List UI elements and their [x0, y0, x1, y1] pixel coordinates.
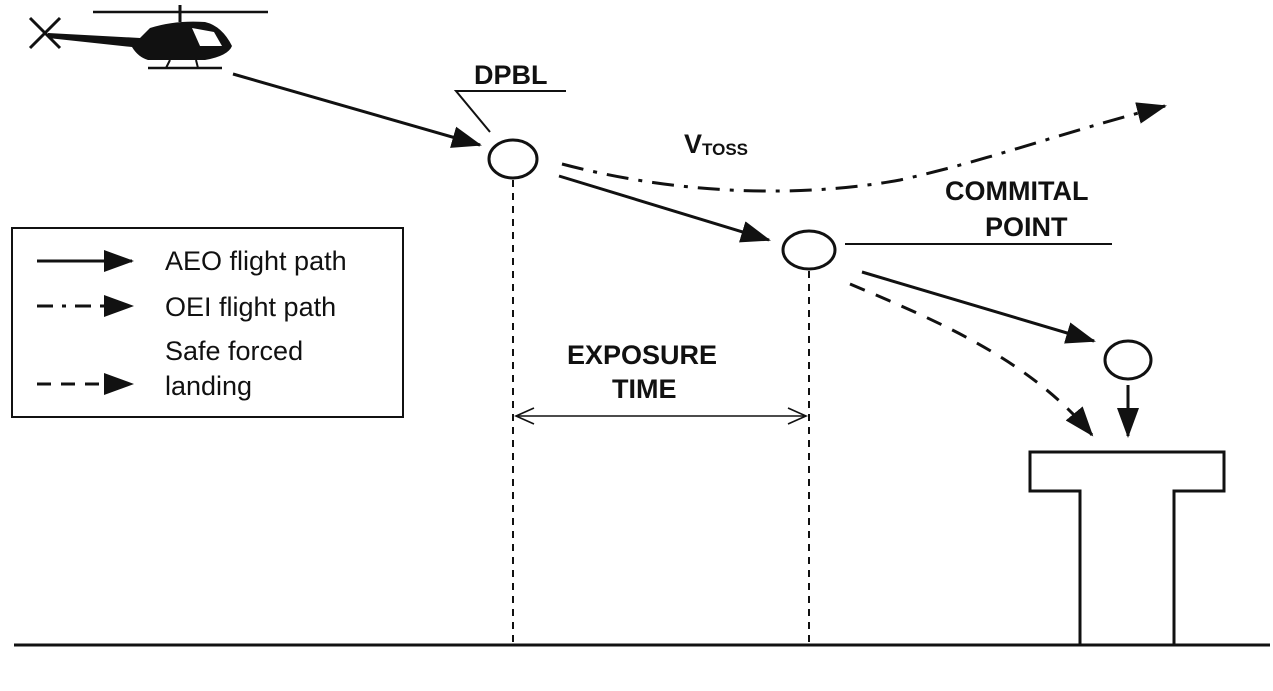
legend-oei-label: OEI flight path	[165, 292, 336, 322]
commital-point-circle	[781, 229, 837, 271]
aeo-path-segment-1	[232, 72, 482, 148]
aeo-path-segment-2	[558, 174, 771, 243]
legend-safe-label-line2: landing	[165, 371, 252, 401]
commital-label-line2: POINT	[985, 212, 1068, 242]
landing-circle	[1103, 339, 1153, 381]
aeo-path-segment-3	[861, 270, 1096, 344]
dpbl-circle	[487, 138, 539, 180]
safe-forced-landing-path	[849, 282, 1094, 437]
legend-safe-label-line1: Safe forced	[165, 336, 303, 366]
oei-continued-path	[561, 102, 1167, 193]
legend: AEO flight path OEI flight path Safe for…	[11, 227, 404, 418]
vtoss-label: VTOSS	[684, 129, 748, 159]
legend-aeo-label: AEO flight path	[165, 246, 347, 276]
exposure-label-line2: TIME	[612, 374, 677, 404]
elevated-helipad	[1028, 450, 1226, 647]
commital-label-line1: COMMITAL	[945, 176, 1088, 206]
dpbl-label: DPBL	[474, 60, 548, 90]
helicopter-icon	[28, 5, 268, 70]
exposure-label-line1: EXPOSURE	[567, 340, 717, 370]
dpbl-leader-line	[453, 90, 566, 133]
